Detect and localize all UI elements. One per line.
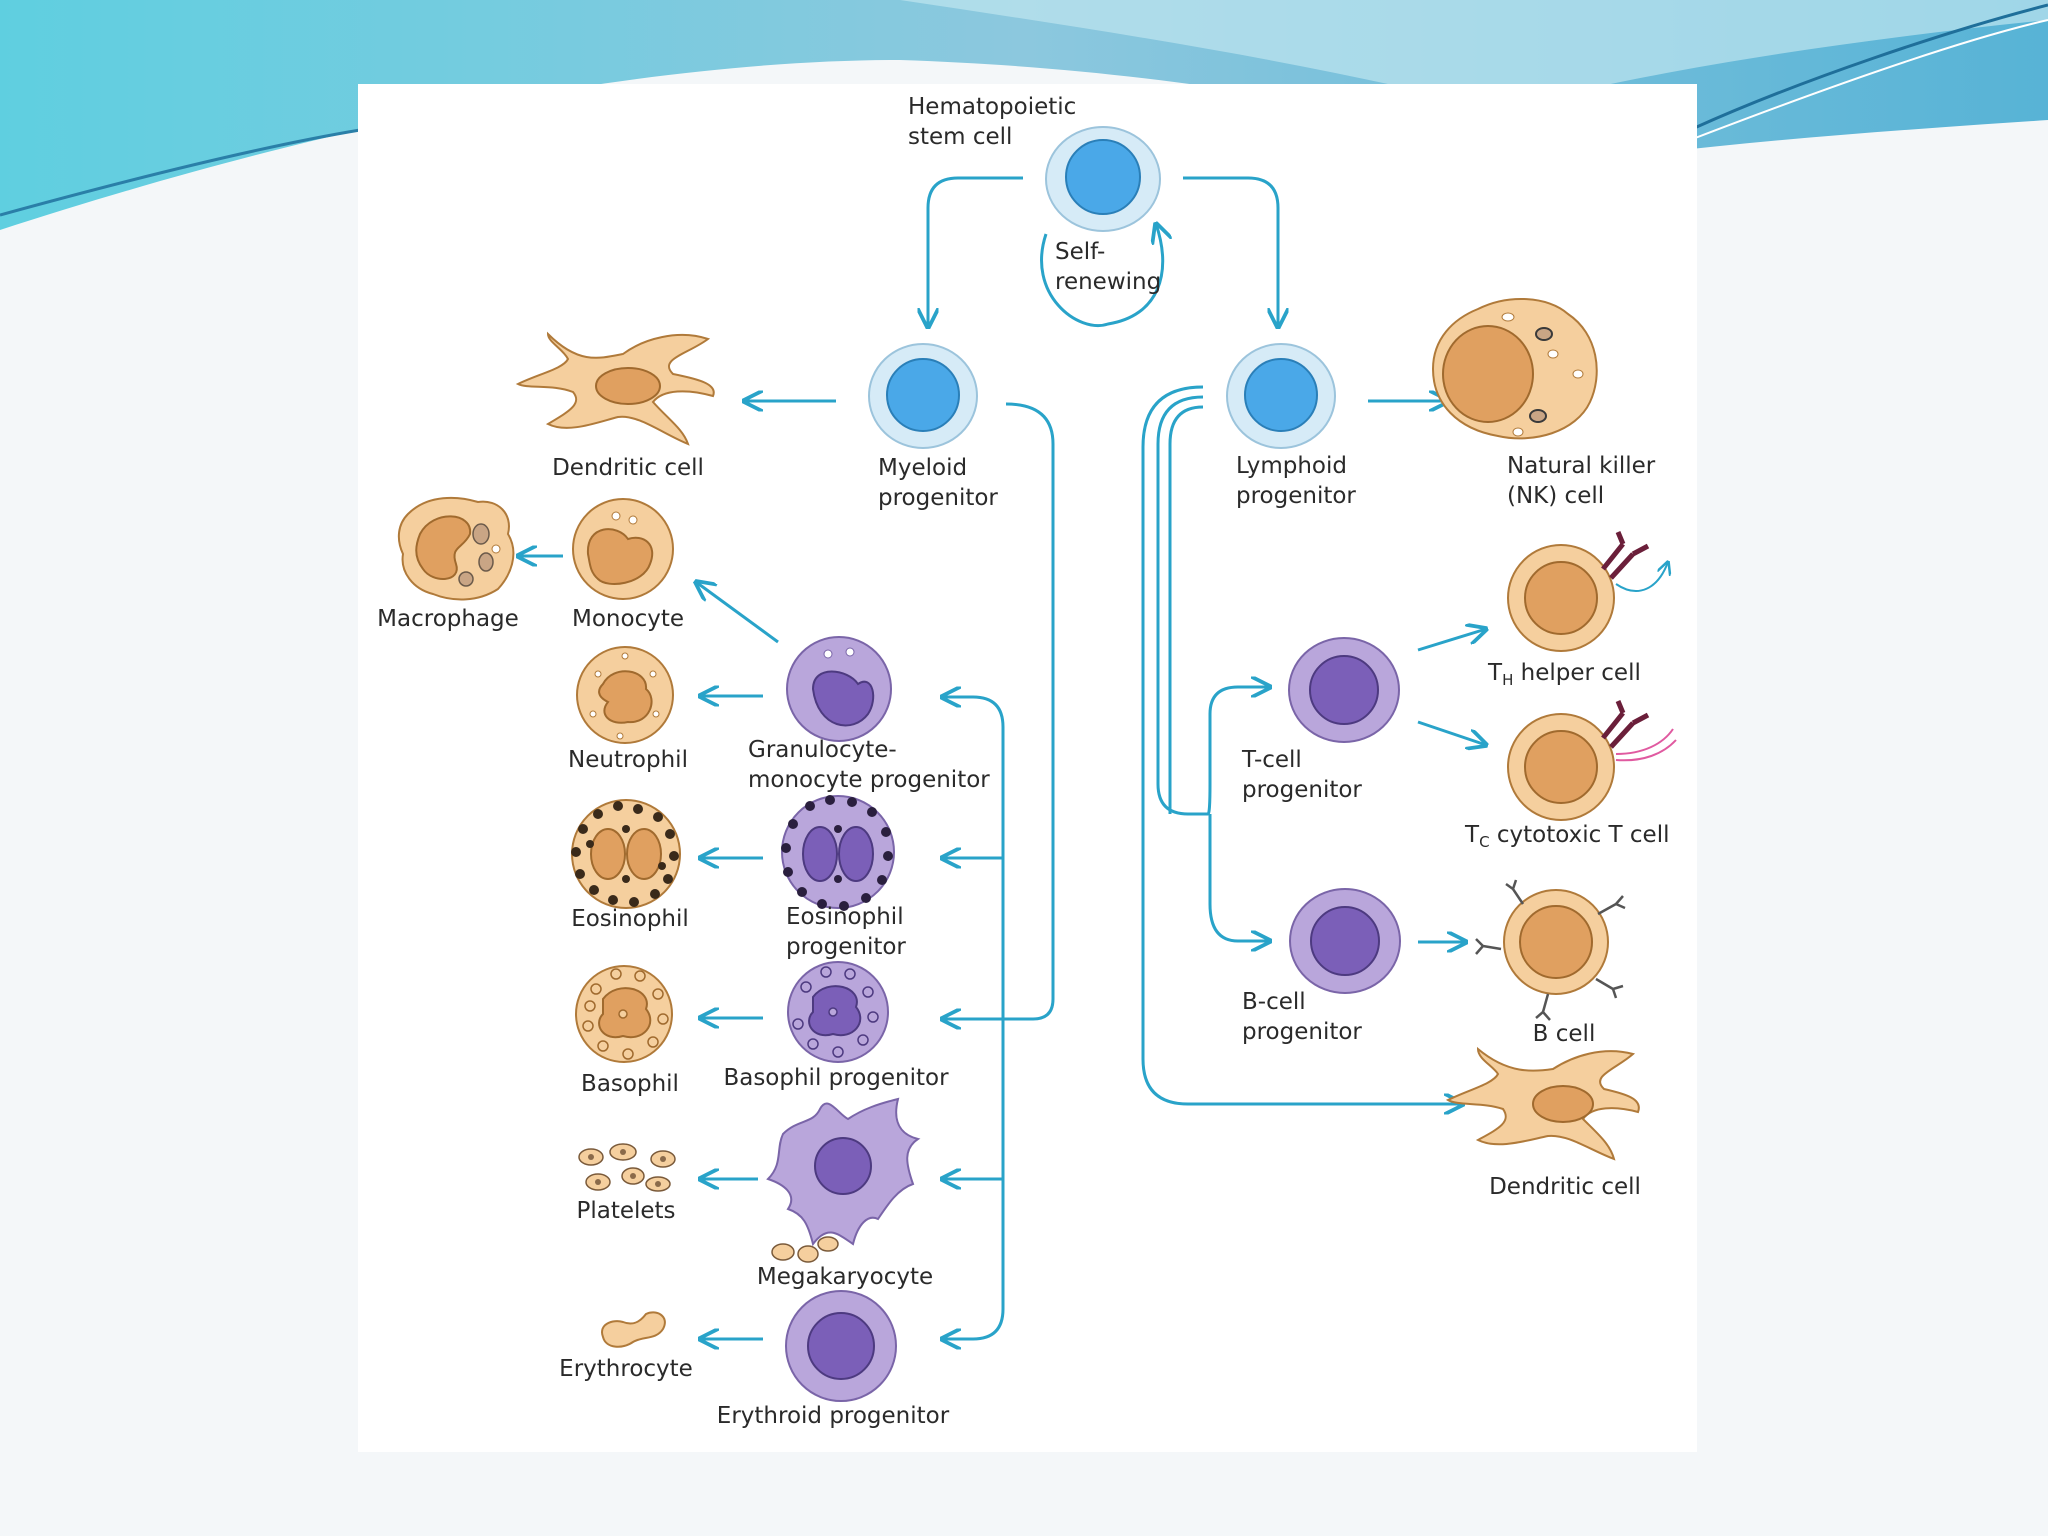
lymphoid-progenitor-label: Lymphoid progenitor: [1236, 451, 1356, 511]
erythroid-progenitor-label: Erythroid progenitor: [716, 1403, 950, 1429]
platelets-graphic: [578, 1143, 676, 1192]
myeloid-label-line1: Myeloid: [878, 455, 968, 481]
gmp-label: Granulocyte- monocyte progenitor: [748, 735, 990, 795]
basophil-progenitor-label: Basophil progenitor: [723, 1065, 949, 1091]
lymphoid-branch-outer: [1141, 385, 1463, 1104]
eo-prog-label-line2: progenitor: [786, 934, 906, 960]
eo-prog-label-line1: Eosinophil: [786, 904, 904, 930]
t-prog-label-line1: T-cell: [1242, 747, 1302, 773]
stem-cell-label: Hematopoietic stem cell: [908, 92, 1076, 152]
myeloid-progenitor-graphic: [868, 343, 978, 449]
gmp-label-line1: Granulocyte-: [748, 737, 897, 763]
top-wave-highlight: [900, 0, 2048, 110]
t-cell-progenitor-label: T-cell progenitor: [1242, 745, 1362, 805]
tc-prefix: T: [1465, 822, 1480, 848]
neutrophil-label: Neutrophil: [568, 747, 688, 773]
lymphoid-t-branch: [1206, 687, 1270, 816]
nk-cell-label: Natural killer (NK) cell: [1507, 451, 1655, 511]
eosinophil-progenitor-graphic: [781, 795, 895, 911]
arrow-stem-to-myeloid: [928, 176, 1023, 327]
myeloid-distributor: [942, 695, 1005, 1339]
hematopoiesis-diagram: Hematopoietic stem cell Self- renewing D…: [358, 84, 1697, 1452]
erythrocyte-graphic: [601, 1311, 666, 1348]
megakaryocyte-graphic: [766, 1097, 921, 1263]
th-helper-label: TH helper cell: [1488, 658, 1641, 695]
monocyte-graphic: [572, 498, 674, 600]
neutrophil-graphic: [576, 646, 674, 744]
diagram-graphics: [397, 126, 1677, 1402]
t-cell-progenitor-graphic: [1288, 637, 1400, 743]
dendritic-cell-left-label: Dendritic cell: [552, 455, 704, 481]
eosinophil-label: Eosinophil: [571, 906, 689, 932]
nk-label-line1: Natural killer: [1507, 453, 1656, 479]
lymphoid-branch-inner: [1168, 405, 1204, 814]
lymphoid-progenitor-graphic: [1226, 343, 1336, 449]
self-renewing-line2: renewing: [1055, 269, 1162, 295]
macrophage-graphic: [397, 496, 515, 601]
lymphoid-label-line1: Lymphoid: [1236, 453, 1347, 479]
b-cell-progenitor-label: B-cell progenitor: [1242, 987, 1362, 1047]
stem-cell-graphic: [1045, 126, 1161, 232]
tc-cytotoxic-cell-graphic: [1507, 700, 1677, 821]
tc-subscript: C: [1479, 833, 1490, 851]
tc-cytotoxic-label: TC cytotoxic T cell: [1465, 820, 1669, 857]
macrophage-label: Macrophage: [377, 606, 519, 632]
basophil-label: Basophil: [581, 1071, 679, 1097]
dendritic-cell-left-graphic: [515, 331, 715, 446]
tc-rest: cytotoxic T cell: [1489, 822, 1670, 848]
lymphoid-branch-middle: [1156, 395, 1208, 816]
connector-arrows: [518, 176, 1486, 1339]
lymphoid-b-branch: [1208, 814, 1270, 941]
arrow-gmp-to-monocyte: [696, 582, 779, 644]
arrow-stem-to-lymphoid: [1183, 176, 1278, 327]
eosinophil-progenitor-label: Eosinophil progenitor: [786, 902, 906, 962]
platelets-label: Platelets: [576, 1198, 676, 1224]
arrow-tprog-to-tc: [1417, 720, 1486, 745]
th-subscript: H: [1502, 671, 1514, 689]
th-prefix: T: [1488, 660, 1503, 686]
eosinophil-graphic: [571, 799, 681, 909]
erythroid-progenitor-graphic: [785, 1290, 897, 1402]
stem-cell-label-line1: Hematopoietic: [908, 94, 1077, 120]
myeloid-progenitor-label: Myeloid progenitor: [878, 453, 998, 513]
stem-cell-label-line2: stem cell: [908, 124, 1013, 150]
b-cell-label: B cell: [1532, 1021, 1596, 1047]
basophil-graphic: [575, 965, 673, 1063]
megakaryocyte-label: Megakaryocyte: [756, 1264, 934, 1290]
self-renewing-line1: Self-: [1055, 239, 1106, 265]
dendritic-cell-right-label: Dendritic cell: [1489, 1174, 1641, 1200]
nk-cell-graphic: [1431, 297, 1598, 440]
erythrocyte-label: Erythrocyte: [559, 1356, 693, 1382]
gmp-label-line2: monocyte progenitor: [748, 767, 990, 793]
self-renewing-label: Self- renewing: [1055, 237, 1161, 297]
b-prog-label-line1: B-cell: [1242, 989, 1306, 1015]
th-helper-cell-graphic: [1507, 531, 1668, 652]
dendritic-cell-right-graphic: [1445, 1046, 1640, 1161]
t-prog-label-line2: progenitor: [1242, 777, 1362, 803]
b-cell-graphic: [1475, 879, 1626, 1021]
self-renewing-loop: [1040, 224, 1163, 327]
monocyte-label: Monocyte: [572, 606, 684, 632]
b-cell-progenitor-graphic: [1289, 888, 1401, 994]
lymphoid-label-line2: progenitor: [1236, 483, 1356, 509]
myeloid-label-line2: progenitor: [878, 485, 998, 511]
nk-label-line2: (NK) cell: [1507, 483, 1605, 509]
b-prog-label-line2: progenitor: [1242, 1019, 1362, 1045]
arrow-tprog-to-th: [1417, 629, 1486, 652]
myeloid-trunk: [1004, 402, 1055, 1021]
th-rest: helper cell: [1513, 660, 1641, 686]
basophil-progenitor-graphic: [787, 961, 889, 1063]
gmp-graphic: [786, 636, 892, 742]
